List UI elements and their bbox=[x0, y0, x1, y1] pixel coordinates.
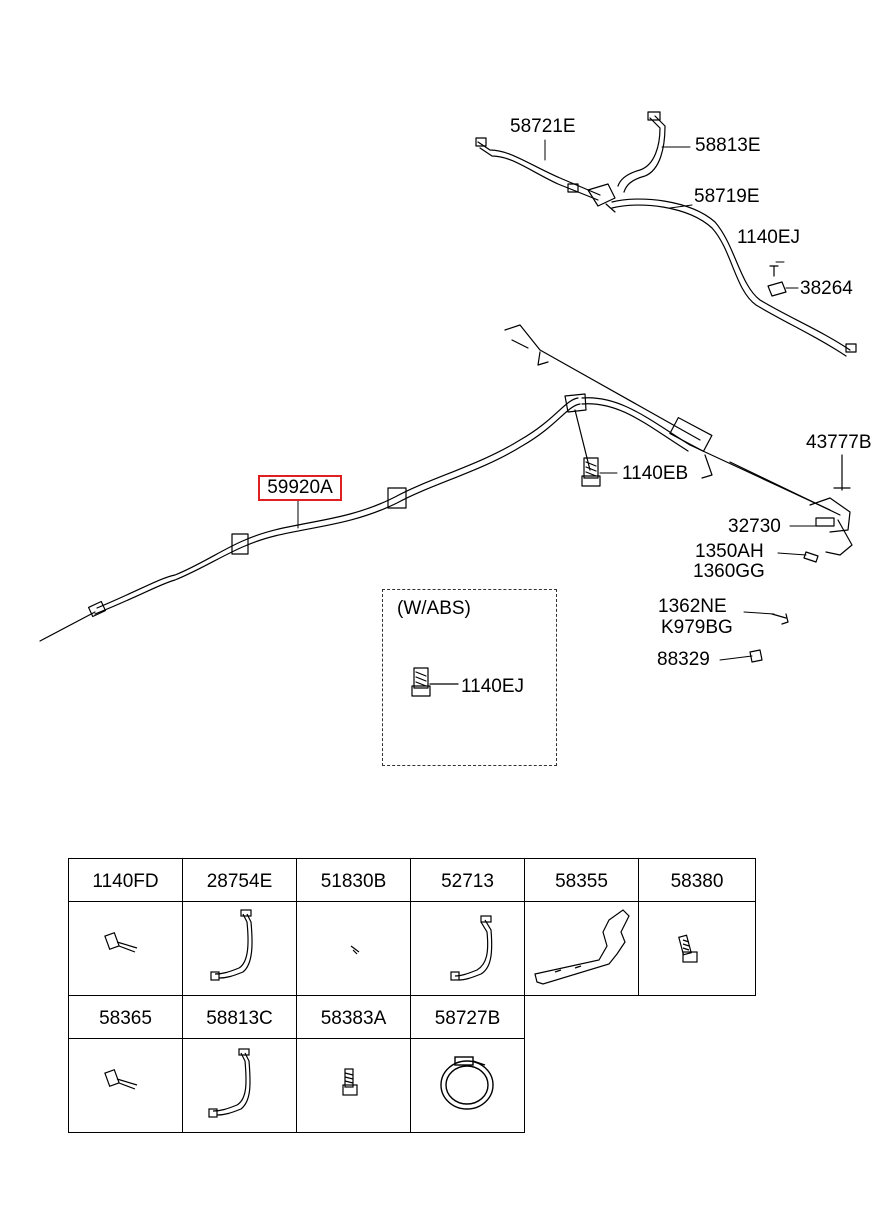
bolt-icon bbox=[678, 934, 698, 963]
upper-rear-cables bbox=[475, 111, 857, 357]
part-image-58365[interactable] bbox=[68, 1038, 183, 1133]
hose-icon bbox=[210, 909, 253, 981]
small-nipple-icon bbox=[350, 945, 360, 955]
bolt-icon bbox=[104, 931, 138, 953]
leader-lines bbox=[297, 139, 831, 661]
part-header-58365[interactable]: 58365 bbox=[68, 995, 183, 1039]
part-header-58383a[interactable]: 58383A bbox=[296, 995, 411, 1039]
label-1360gg: 1360GG bbox=[693, 561, 765, 582]
abs-bolt-label: 1140EJ bbox=[461, 676, 525, 697]
part-image-58355[interactable] bbox=[524, 901, 639, 996]
bolt-1140eb-shape bbox=[581, 457, 601, 487]
label-1350ah: 1350AH bbox=[695, 541, 764, 562]
part-header-58813c[interactable]: 58813C bbox=[182, 995, 297, 1039]
abs-bolt bbox=[411, 667, 459, 697]
label-1140ej-top: 1140EJ bbox=[737, 227, 801, 248]
hose-clamp-icon bbox=[440, 1056, 494, 1110]
label-58721e: 58721E bbox=[510, 116, 576, 137]
main-brake-cable bbox=[39, 324, 831, 642]
part-image-51830b[interactable] bbox=[296, 901, 411, 996]
label-38264: 38264 bbox=[800, 278, 853, 299]
part-image-28754e[interactable] bbox=[182, 901, 297, 996]
abs-option-box: (W/ABS) 1140EJ bbox=[382, 589, 557, 766]
part-header-28754e[interactable]: 28754E bbox=[182, 858, 297, 902]
part-header-58380[interactable]: 58380 bbox=[638, 858, 756, 902]
label-k979bg: K979BG bbox=[661, 617, 733, 638]
small-parts bbox=[749, 613, 789, 663]
label-58813e: 58813E bbox=[695, 135, 761, 156]
part-header-52713[interactable]: 52713 bbox=[410, 858, 525, 902]
hose-icon bbox=[208, 1048, 251, 1118]
bracket-icon bbox=[534, 909, 630, 985]
part-image-1140fd[interactable] bbox=[68, 901, 183, 996]
label-88329: 88329 bbox=[657, 649, 710, 670]
label-43777b: 43777B bbox=[806, 432, 872, 453]
label-1362ne: 1362NE bbox=[658, 596, 727, 617]
abs-title: (W/ABS) bbox=[397, 598, 471, 619]
callout-59920a[interactable]: 59920A bbox=[258, 475, 342, 501]
part-image-58813c[interactable] bbox=[182, 1038, 297, 1133]
equalizer-assembly bbox=[729, 454, 853, 563]
label-32730: 32730 bbox=[728, 516, 781, 537]
part-header-58727b[interactable]: 58727B bbox=[410, 995, 525, 1039]
part-header-58355[interactable]: 58355 bbox=[524, 858, 639, 902]
label-1140eb: 1140EB bbox=[622, 463, 689, 484]
part-image-58380[interactable] bbox=[638, 901, 756, 996]
label-58719e: 58719E bbox=[694, 186, 760, 207]
hose-icon bbox=[450, 915, 493, 981]
part-image-58727b[interactable] bbox=[410, 1038, 525, 1133]
part-image-52713[interactable] bbox=[410, 901, 525, 996]
part-header-1140fd[interactable]: 1140FD bbox=[68, 858, 183, 902]
bolt-icon bbox=[104, 1068, 138, 1090]
part-header-51830b[interactable]: 51830B bbox=[296, 858, 411, 902]
bolt-icon bbox=[342, 1068, 358, 1096]
part-image-58383a[interactable] bbox=[296, 1038, 411, 1133]
